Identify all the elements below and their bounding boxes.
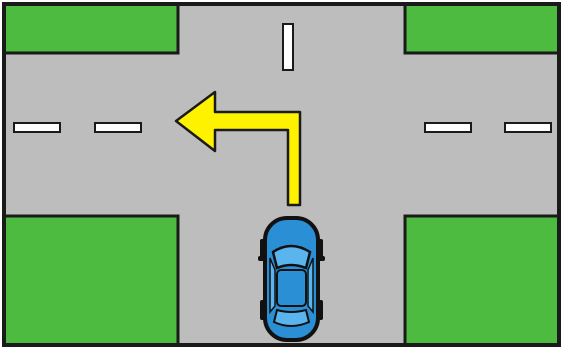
grass-bottom-left <box>4 216 178 345</box>
car-windshield <box>273 246 310 268</box>
grass-top-left <box>4 4 178 53</box>
car-rear-window <box>274 310 309 326</box>
lane-marking-west-2 <box>95 123 141 132</box>
car-mirror-right <box>317 256 325 261</box>
lane-marking-west-1 <box>14 123 60 132</box>
car-roof <box>277 270 306 306</box>
lane-marking-east-2 <box>505 123 551 132</box>
lane-marking-north <box>283 24 293 70</box>
grass-bottom-right <box>405 216 559 345</box>
car-icon <box>258 218 325 340</box>
grass-top-right <box>405 4 559 53</box>
lane-marking-east-1 <box>425 123 471 132</box>
car-mirror-left <box>258 256 266 261</box>
